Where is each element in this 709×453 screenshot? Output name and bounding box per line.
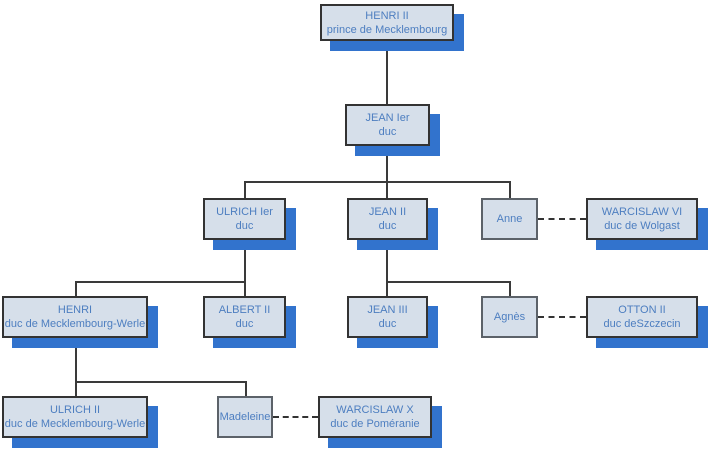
node-agnes[interactable]: Agnès [481, 296, 538, 338]
person-title: duc de Wolgast [604, 220, 680, 232]
marriage-dashed-line [538, 218, 586, 220]
person-title: duc [235, 220, 254, 232]
connector-line [386, 281, 510, 283]
connector-line [75, 281, 77, 296]
node-otton-ii[interactable]: OTTON II duc deSzczecin [586, 296, 698, 338]
person-title: duc deSzczecin [603, 318, 681, 330]
person-title: duc [235, 318, 254, 330]
node-madeleine[interactable]: Madeleine [217, 396, 273, 438]
person-title: duc de Mecklembourg-Werle [4, 418, 146, 430]
person-name: Anne [496, 213, 523, 225]
person-name: JEAN III [367, 304, 408, 316]
person-title: duc de Mecklembourg-Werle [4, 318, 146, 330]
connector-line [75, 281, 245, 283]
node-anne[interactable]: Anne [481, 198, 538, 240]
person-title: prince de Mecklembourg [326, 23, 448, 36]
node-warcislaw-vi[interactable]: WARCISLAW VI duc de Wolgast [586, 198, 698, 240]
node-henri-ii[interactable]: HENRI II prince de Mecklembourg [320, 4, 454, 41]
connector-line [244, 281, 246, 296]
person-name: ULRICH II [49, 404, 101, 416]
person-name: JEAN II [368, 206, 407, 218]
person-name: HENRI II [365, 9, 409, 22]
person-name: ULRICH Ier [216, 206, 273, 218]
connector-line [75, 381, 77, 396]
connector-line [75, 338, 77, 381]
node-jean-iii[interactable]: JEAN III duc [347, 296, 428, 338]
node-ulrich-ier[interactable]: ULRICH Ier duc [203, 198, 286, 240]
person-name: JEAN Ier [365, 112, 410, 124]
person-name: Madeleine [219, 411, 271, 423]
person-title: duc de Poméranie [330, 418, 420, 430]
connector-line [75, 381, 246, 383]
person-title: duc [378, 318, 397, 330]
marriage-dashed-line [273, 416, 318, 418]
connector-line [245, 381, 247, 396]
person-name: OTTON II [618, 304, 666, 316]
person-name: WARCISLAW X [336, 404, 414, 416]
connector-line [386, 41, 388, 104]
connector-line [509, 181, 511, 198]
person-name: Agnès [493, 311, 526, 323]
connector-line [386, 281, 388, 296]
connector-line [386, 146, 388, 181]
connector-line [509, 281, 511, 296]
node-albert-ii[interactable]: ALBERT II duc [203, 296, 286, 338]
node-henri[interactable]: HENRI duc de Mecklembourg-Werle [2, 296, 148, 338]
connector-line [244, 181, 246, 198]
connector-line [386, 240, 388, 281]
person-title: duc [378, 126, 397, 138]
connector-line [386, 181, 388, 198]
person-name: HENRI [57, 304, 93, 316]
node-warcislaw-x[interactable]: WARCISLAW X duc de Poméranie [318, 396, 432, 438]
connector-line [244, 240, 246, 281]
marriage-dashed-line [538, 316, 586, 318]
node-jean-ier[interactable]: JEAN Ier duc [345, 104, 430, 146]
node-ulrich-ii[interactable]: ULRICH II duc de Mecklembourg-Werle [2, 396, 148, 438]
person-name: WARCISLAW VI [601, 206, 683, 218]
node-jean-ii[interactable]: JEAN II duc [347, 198, 428, 240]
connector-line [244, 181, 510, 183]
person-title: duc [378, 220, 397, 232]
person-name: ALBERT II [218, 304, 271, 316]
